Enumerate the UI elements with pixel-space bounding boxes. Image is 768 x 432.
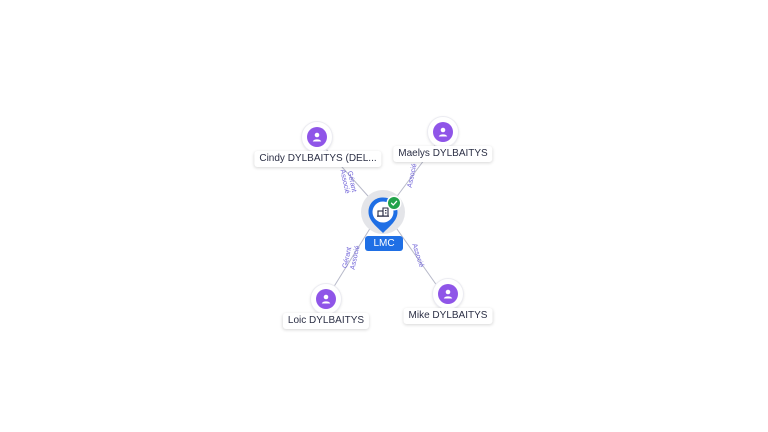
person-label-cindy[interactable]: Cindy DYLBAITYS (DEL... [254, 151, 382, 167]
edge-label-mike-associe: Associé [410, 243, 424, 269]
edge-loic [329, 221, 375, 294]
person-label-maelys[interactable]: Maelys DYLBAITYS [393, 146, 493, 162]
verified-badge [388, 197, 400, 209]
person-node-maelys[interactable] [428, 117, 458, 147]
company-label[interactable]: LMC [365, 236, 403, 251]
person-icon [438, 127, 448, 137]
person-label-loic[interactable]: Loic DYLBAITYS [282, 313, 370, 329]
edge-label-loic-gerant: Gérant [342, 246, 353, 268]
check-icon [390, 200, 398, 206]
person-node-mike[interactable] [433, 279, 463, 309]
edge-label-maelys-associe: Associé [407, 163, 419, 189]
person-label-mike[interactable]: Mike DYLBAITYS [403, 308, 493, 324]
person-icon [443, 289, 453, 299]
edge-mike [391, 221, 441, 291]
edge-label-loic-associe: Associé [350, 245, 362, 271]
person-node-loic[interactable] [311, 284, 341, 314]
person-node-cindy[interactable] [302, 122, 332, 152]
person-avatar [433, 122, 453, 142]
person-avatar [307, 127, 327, 147]
edge-label-cindy-associe: Associé [338, 169, 350, 195]
person-avatar [438, 284, 458, 304]
person-icon [321, 294, 331, 304]
person-icon [312, 132, 322, 142]
edge-label-cindy-gerant: Gérant [346, 170, 357, 192]
person-avatar [316, 289, 336, 309]
buildings-icon [377, 207, 389, 217]
